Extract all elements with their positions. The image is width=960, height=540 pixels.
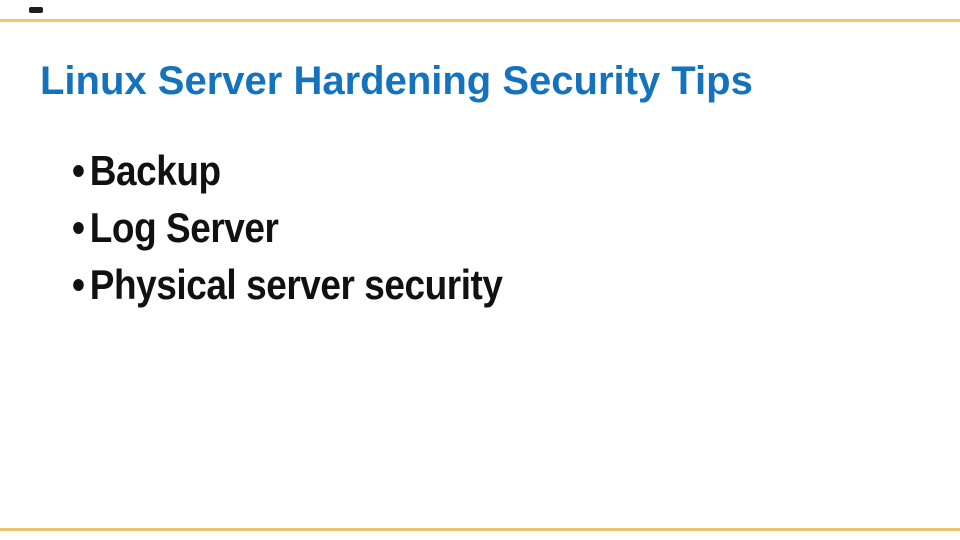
corner-dash-decoration [29,7,43,13]
list-item: • Log Server [72,199,503,256]
bullet-label-backup: Backup [89,146,221,194]
bullet-icon: • [72,146,85,194]
bottom-accent-line [0,528,960,531]
slide-title: Linux Server Hardening Security Tips [40,58,753,103]
list-item: • Backup [72,142,503,199]
bullet-icon: • [72,260,85,308]
bullet-label-log-server: Log Server [89,203,279,251]
bullet-label-physical-server-security: Physical server security [89,260,503,308]
bullet-icon: • [72,203,85,251]
list-item: • Physical server security [72,256,503,313]
top-accent-line [0,19,960,22]
bullet-list: • Backup • Log Server • Physical server … [72,142,561,313]
